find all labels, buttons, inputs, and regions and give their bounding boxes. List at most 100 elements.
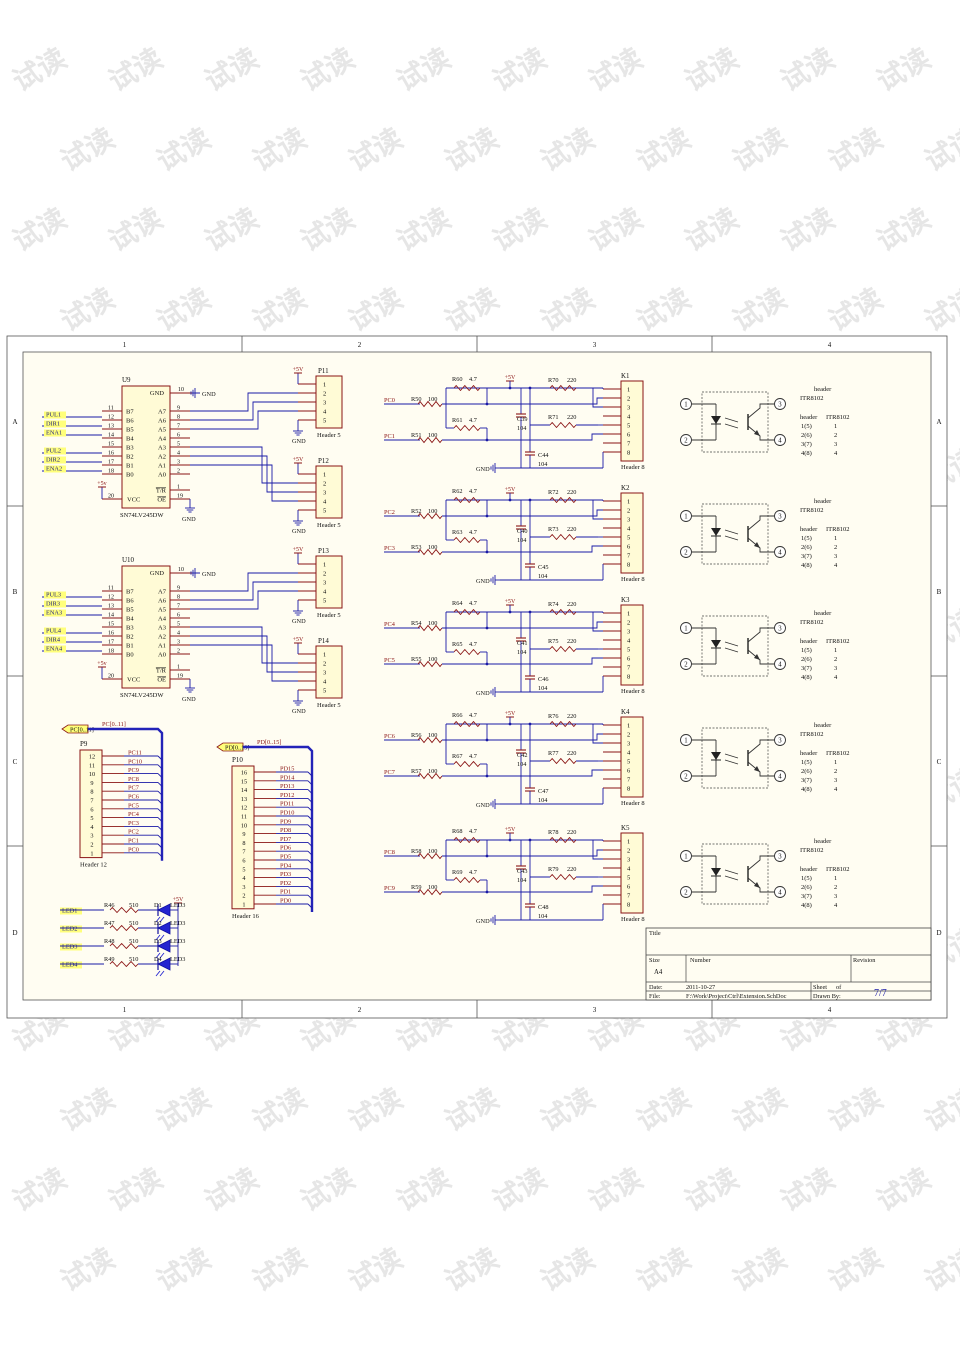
ic-pin-number: 11 bbox=[108, 406, 114, 412]
opto-part: ITR8102 bbox=[800, 731, 823, 738]
ic-pin-name: A3 bbox=[158, 625, 166, 632]
ic-pin-name: VCC bbox=[127, 497, 140, 504]
opto-map-right: 1 bbox=[834, 535, 837, 542]
wire bbox=[487, 885, 603, 893]
watermark-text: 试读 bbox=[7, 41, 72, 98]
resistor-value: 220 bbox=[567, 638, 576, 645]
watermark-text: 试读 bbox=[295, 1161, 360, 1218]
opto-pin-number: 2 bbox=[684, 550, 688, 557]
resistor-symbol bbox=[453, 536, 481, 544]
opto-pin-number: 4 bbox=[778, 550, 782, 557]
resistor-symbol bbox=[453, 496, 481, 504]
opto-title: header bbox=[814, 498, 832, 505]
resistor-ref: R57 bbox=[411, 768, 422, 775]
connector-label: Header 8 bbox=[621, 464, 645, 471]
ground-label: GND bbox=[202, 571, 216, 578]
ground-label: GND bbox=[182, 516, 196, 523]
resistor-ref: R51 bbox=[411, 432, 422, 439]
ground-label: GND bbox=[476, 690, 490, 697]
ic-pin-number: 12 bbox=[108, 595, 114, 601]
header-ref: P11 bbox=[318, 367, 329, 375]
bus-entry bbox=[307, 894, 313, 900]
supply-label: +5v bbox=[97, 481, 106, 487]
junction-dot bbox=[528, 386, 532, 390]
ic-pin-name: B5 bbox=[126, 607, 134, 614]
ic-pin-number: 2 bbox=[177, 469, 180, 475]
net-name: PD8 bbox=[280, 827, 291, 834]
wire bbox=[190, 464, 298, 502]
opto-emitter bbox=[711, 416, 721, 424]
resistor-symbol bbox=[549, 720, 577, 728]
resistor-ref: R74 bbox=[548, 601, 559, 608]
header-pin-number: 2 bbox=[323, 391, 326, 398]
net-label-bg bbox=[44, 600, 66, 608]
net-name: PD15 bbox=[280, 766, 294, 773]
watermark-text: 试读 bbox=[295, 201, 360, 258]
resistor-symbol bbox=[549, 533, 577, 541]
opto-pin-number: 1 bbox=[684, 402, 687, 409]
watermark-text: 试读 bbox=[535, 1081, 600, 1138]
resistor-symbol bbox=[109, 942, 139, 950]
net-label-text: PUL1 bbox=[46, 412, 61, 419]
watermark-text: 试读 bbox=[871, 1161, 936, 1218]
ic-pin-name: T/R bbox=[156, 488, 167, 495]
supply-symbol: +5V bbox=[505, 375, 516, 382]
watermark-text: 试读 bbox=[439, 1081, 504, 1138]
capacitor-ref: C48 bbox=[538, 904, 549, 911]
resistor-value: 100 bbox=[428, 620, 437, 627]
opto-light-arrow bbox=[724, 869, 739, 875]
resistor-value: 4.7 bbox=[469, 488, 477, 495]
bus-entry bbox=[307, 789, 313, 794]
ic-pin-number: 18 bbox=[108, 469, 114, 475]
ic-pin-number: 20 bbox=[108, 494, 114, 500]
resistor-symbol bbox=[549, 421, 577, 429]
supply-label: +5V bbox=[505, 599, 516, 605]
connector-pin-number: 4 bbox=[627, 866, 631, 873]
ic-pin-name: OE bbox=[157, 677, 166, 684]
resistor-value: 510 bbox=[129, 902, 138, 909]
opto-map-left: 3(7) bbox=[801, 441, 812, 448]
resistor-ref: R73 bbox=[548, 526, 559, 533]
ic-pin-number: 4 bbox=[177, 631, 180, 637]
bus-entry bbox=[157, 826, 163, 831]
header-pin-number: 2 bbox=[323, 481, 326, 488]
resistor-value: 100 bbox=[428, 732, 437, 739]
net-label-bg bbox=[44, 447, 66, 455]
resistor-value: 220 bbox=[567, 713, 576, 720]
net-name: PD13 bbox=[280, 783, 294, 790]
junction-dot bbox=[508, 386, 512, 390]
net-name: PD2 bbox=[280, 880, 291, 887]
header-pin-number: 3 bbox=[323, 400, 326, 407]
ic-pin-number: 6 bbox=[177, 433, 180, 439]
opto-collector bbox=[747, 739, 774, 755]
net-name: PC9 bbox=[384, 885, 395, 892]
net-name: PC5 bbox=[384, 657, 395, 664]
opto-column-header: ITR8102 bbox=[826, 866, 849, 873]
opto-map-right: 3 bbox=[834, 553, 837, 560]
capacitor-value: 104 bbox=[538, 461, 548, 468]
capacitor-ref: C46 bbox=[538, 676, 549, 683]
header-ref: P14 bbox=[318, 637, 329, 645]
opto-pin-circle bbox=[680, 546, 692, 558]
opto-pin-number: 2 bbox=[684, 890, 688, 897]
bus-entry bbox=[307, 886, 313, 891]
net-name: PC3 bbox=[128, 820, 139, 827]
net-label: DIR2 bbox=[44, 456, 66, 464]
connector-pin-number: 3 bbox=[627, 741, 630, 748]
connector-pin-number: 5 bbox=[627, 647, 630, 654]
watermark-text: 试读 bbox=[919, 281, 960, 338]
opto-pin-number: 1 bbox=[684, 738, 687, 745]
title-block-frame bbox=[645, 927, 932, 1001]
opto-emitter bbox=[711, 752, 721, 760]
header-pin-number: 3 bbox=[323, 670, 326, 677]
ic-pin-name: B4 bbox=[126, 436, 134, 443]
opto-pin-circle bbox=[680, 734, 692, 746]
